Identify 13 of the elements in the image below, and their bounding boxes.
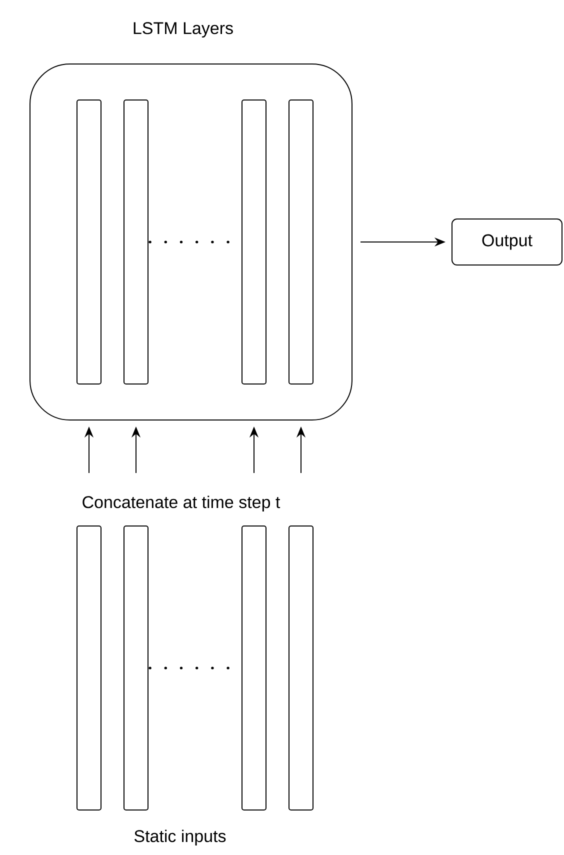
vector-bar: [242, 526, 266, 810]
vector-bar: [76, 526, 102, 810]
output-box: Output: [452, 218, 562, 266]
vector-bar: [288, 526, 314, 810]
vector-bar: [124, 100, 148, 384]
vector-bar: [242, 100, 266, 384]
layer-box: LSTM Layers: [30, 22, 352, 420]
node-label: LSTM Layers: [134, 22, 233, 38]
vector-bar: [288, 100, 314, 384]
caption-text: Concatenate at time step t: [82, 496, 280, 512]
vector-bar: [76, 100, 102, 384]
caption-text: Static inputs: [134, 830, 226, 846]
vector-bar: [124, 526, 148, 810]
